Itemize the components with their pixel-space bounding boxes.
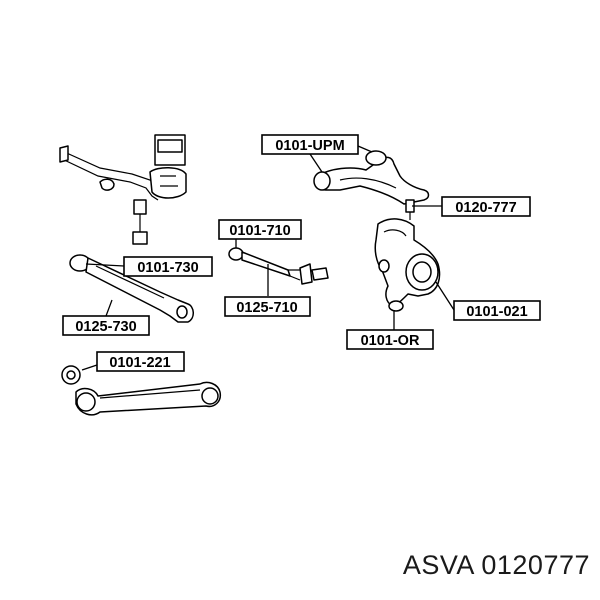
lower-control-arm xyxy=(69,254,194,323)
stabilizer-bar xyxy=(59,134,187,245)
label-toe-arm: 0125-710 xyxy=(224,296,311,317)
label-stab-link: 0101-710 xyxy=(218,219,302,240)
label-lower-arm-bushing-text: 0101-730 xyxy=(137,260,198,276)
label-knuckle-bushing-text: 0101-021 xyxy=(466,304,527,320)
knuckle xyxy=(374,218,441,312)
label-upper-arm: 0101-UPM xyxy=(261,134,359,155)
label-trailing-bushing-text: 0101-221 xyxy=(109,355,170,371)
label-lower-arm-text: 0125-730 xyxy=(75,319,136,335)
label-upper-arm-text: 0101-UPM xyxy=(275,138,344,154)
label-trailing-bushing: 0101-221 xyxy=(96,351,185,372)
upper-control-arm xyxy=(313,150,430,220)
trailing-arm xyxy=(61,365,222,416)
label-knuckle-bushing: 0101-021 xyxy=(453,300,541,321)
part-number: 0120777 xyxy=(481,550,590,580)
label-lower-arm: 0125-730 xyxy=(62,315,150,336)
label-stab-link-text: 0101-710 xyxy=(229,223,290,239)
label-ball-joint-text: 0120-777 xyxy=(455,200,516,216)
label-lower-arm-bushing: 0101-730 xyxy=(123,256,213,277)
brand-name: ASVA xyxy=(402,550,474,580)
label-ball-joint: 0120-777 xyxy=(441,196,531,217)
leader-lines xyxy=(81,145,455,371)
part-caption: ASVA 0120777 xyxy=(403,550,590,581)
toe-link xyxy=(228,247,329,285)
label-knuckle-bottom-text: 0101-OR xyxy=(361,333,420,349)
label-knuckle-bottom: 0101-OR xyxy=(346,329,434,350)
label-toe-arm-text: 0125-710 xyxy=(236,300,297,316)
